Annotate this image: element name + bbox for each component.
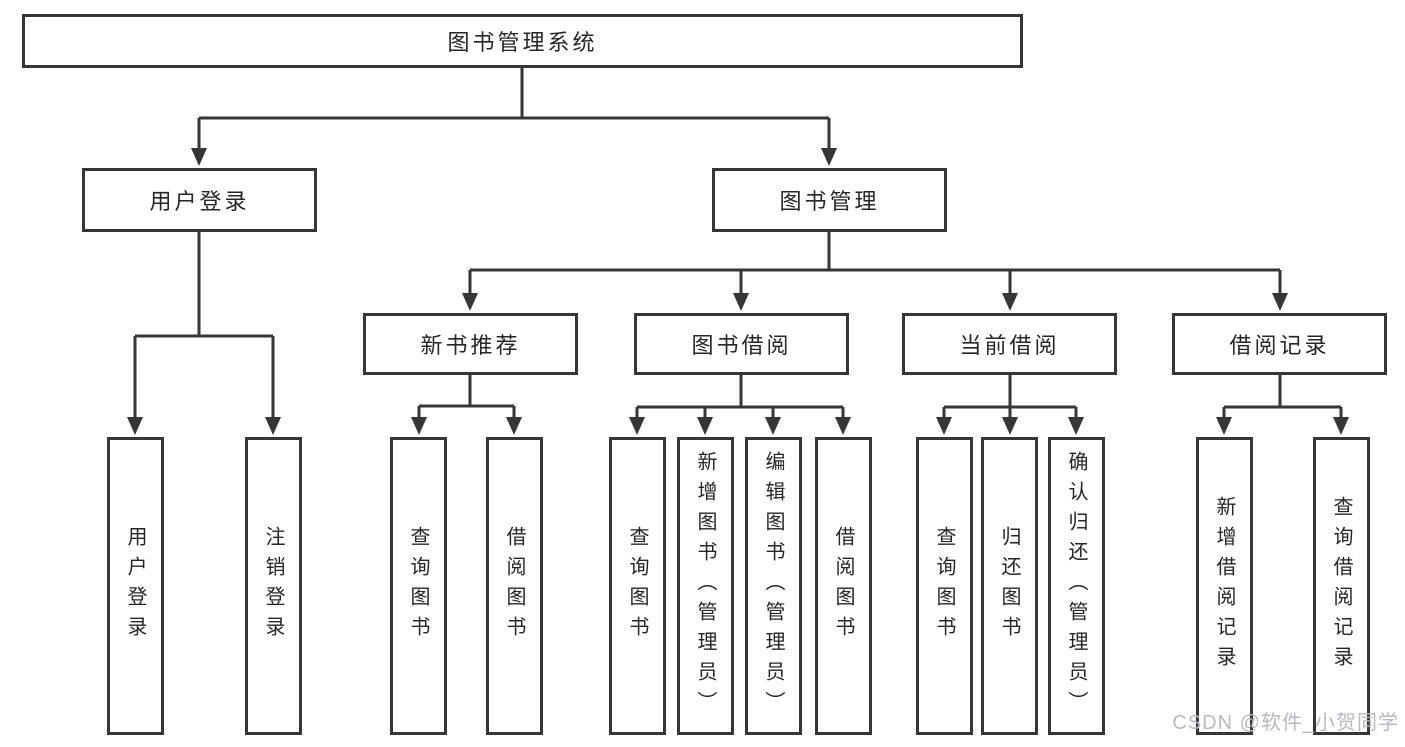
csdn-watermark: CSDN @软件_小贺同学 [1172,712,1399,734]
leaf-edit-books-admin-label: 编辑图书（管理员） [762,451,784,721]
leaf-return-books-label: 归还图书 [998,526,1020,646]
node-library-system-label: 图书管理系统 [447,30,598,55]
node-library-system: 图书管理系统 [22,14,1023,68]
leaf-borrow-books-1-label: 借阅图书 [503,526,525,646]
node-user-login: 用户登录 [82,168,317,232]
leaf-borrow-books-2-label: 借阅图书 [832,526,854,646]
leaf-confirm-return-admin: 确认归还（管理员） [1048,437,1105,735]
leaf-query-books-1: 查询图书 [390,437,447,735]
node-book-borrow: 图书借阅 [634,313,849,375]
leaf-return-books: 归还图书 [981,437,1038,735]
node-new-book-recommend: 新书推荐 [363,313,578,375]
node-current-borrow: 当前借阅 [902,313,1117,375]
leaf-user-login-label: 用户登录 [124,526,146,646]
node-book-management-label: 图书管理 [779,189,880,214]
leaf-add-books-admin: 新增图书（管理员） [677,437,734,735]
leaf-add-borrow-record-label: 新增借阅记录 [1213,496,1235,676]
leaf-borrow-books-2: 借阅图书 [815,437,872,735]
leaf-query-books-1-label: 查询图书 [407,526,429,646]
node-borrow-records: 借阅记录 [1172,313,1387,375]
leaf-edit-books-admin: 编辑图书（管理员） [745,437,802,735]
leaf-confirm-return-admin-label: 确认归还（管理员） [1065,451,1087,721]
leaf-query-books-2: 查询图书 [609,437,666,735]
connector-lines [133,68,1343,419]
node-current-borrow-label: 当前借阅 [959,333,1060,358]
node-user-login-label: 用户登录 [149,189,250,214]
leaf-query-books-3: 查询图书 [916,437,973,735]
leaf-query-borrow-record: 查询借阅记录 [1313,437,1370,735]
leaf-user-login: 用户登录 [107,437,164,735]
leaf-add-books-admin-label: 新增图书（管理员） [694,451,716,721]
node-new-book-recommend-label: 新书推荐 [420,333,521,358]
leaf-borrow-books-1: 借阅图书 [486,437,543,735]
node-borrow-records-label: 借阅记录 [1229,333,1330,358]
leaf-logout: 注销登录 [245,437,302,735]
leaf-add-borrow-record: 新增借阅记录 [1196,437,1253,735]
node-book-management: 图书管理 [712,168,947,232]
node-book-borrow-label: 图书借阅 [691,333,792,358]
leaf-logout-label: 注销登录 [262,526,284,646]
leaf-query-books-3-label: 查询图书 [933,526,955,646]
leaf-query-borrow-record-label: 查询借阅记录 [1330,496,1352,676]
arrowheads [127,148,1349,435]
leaf-query-books-2-label: 查询图书 [626,526,648,646]
